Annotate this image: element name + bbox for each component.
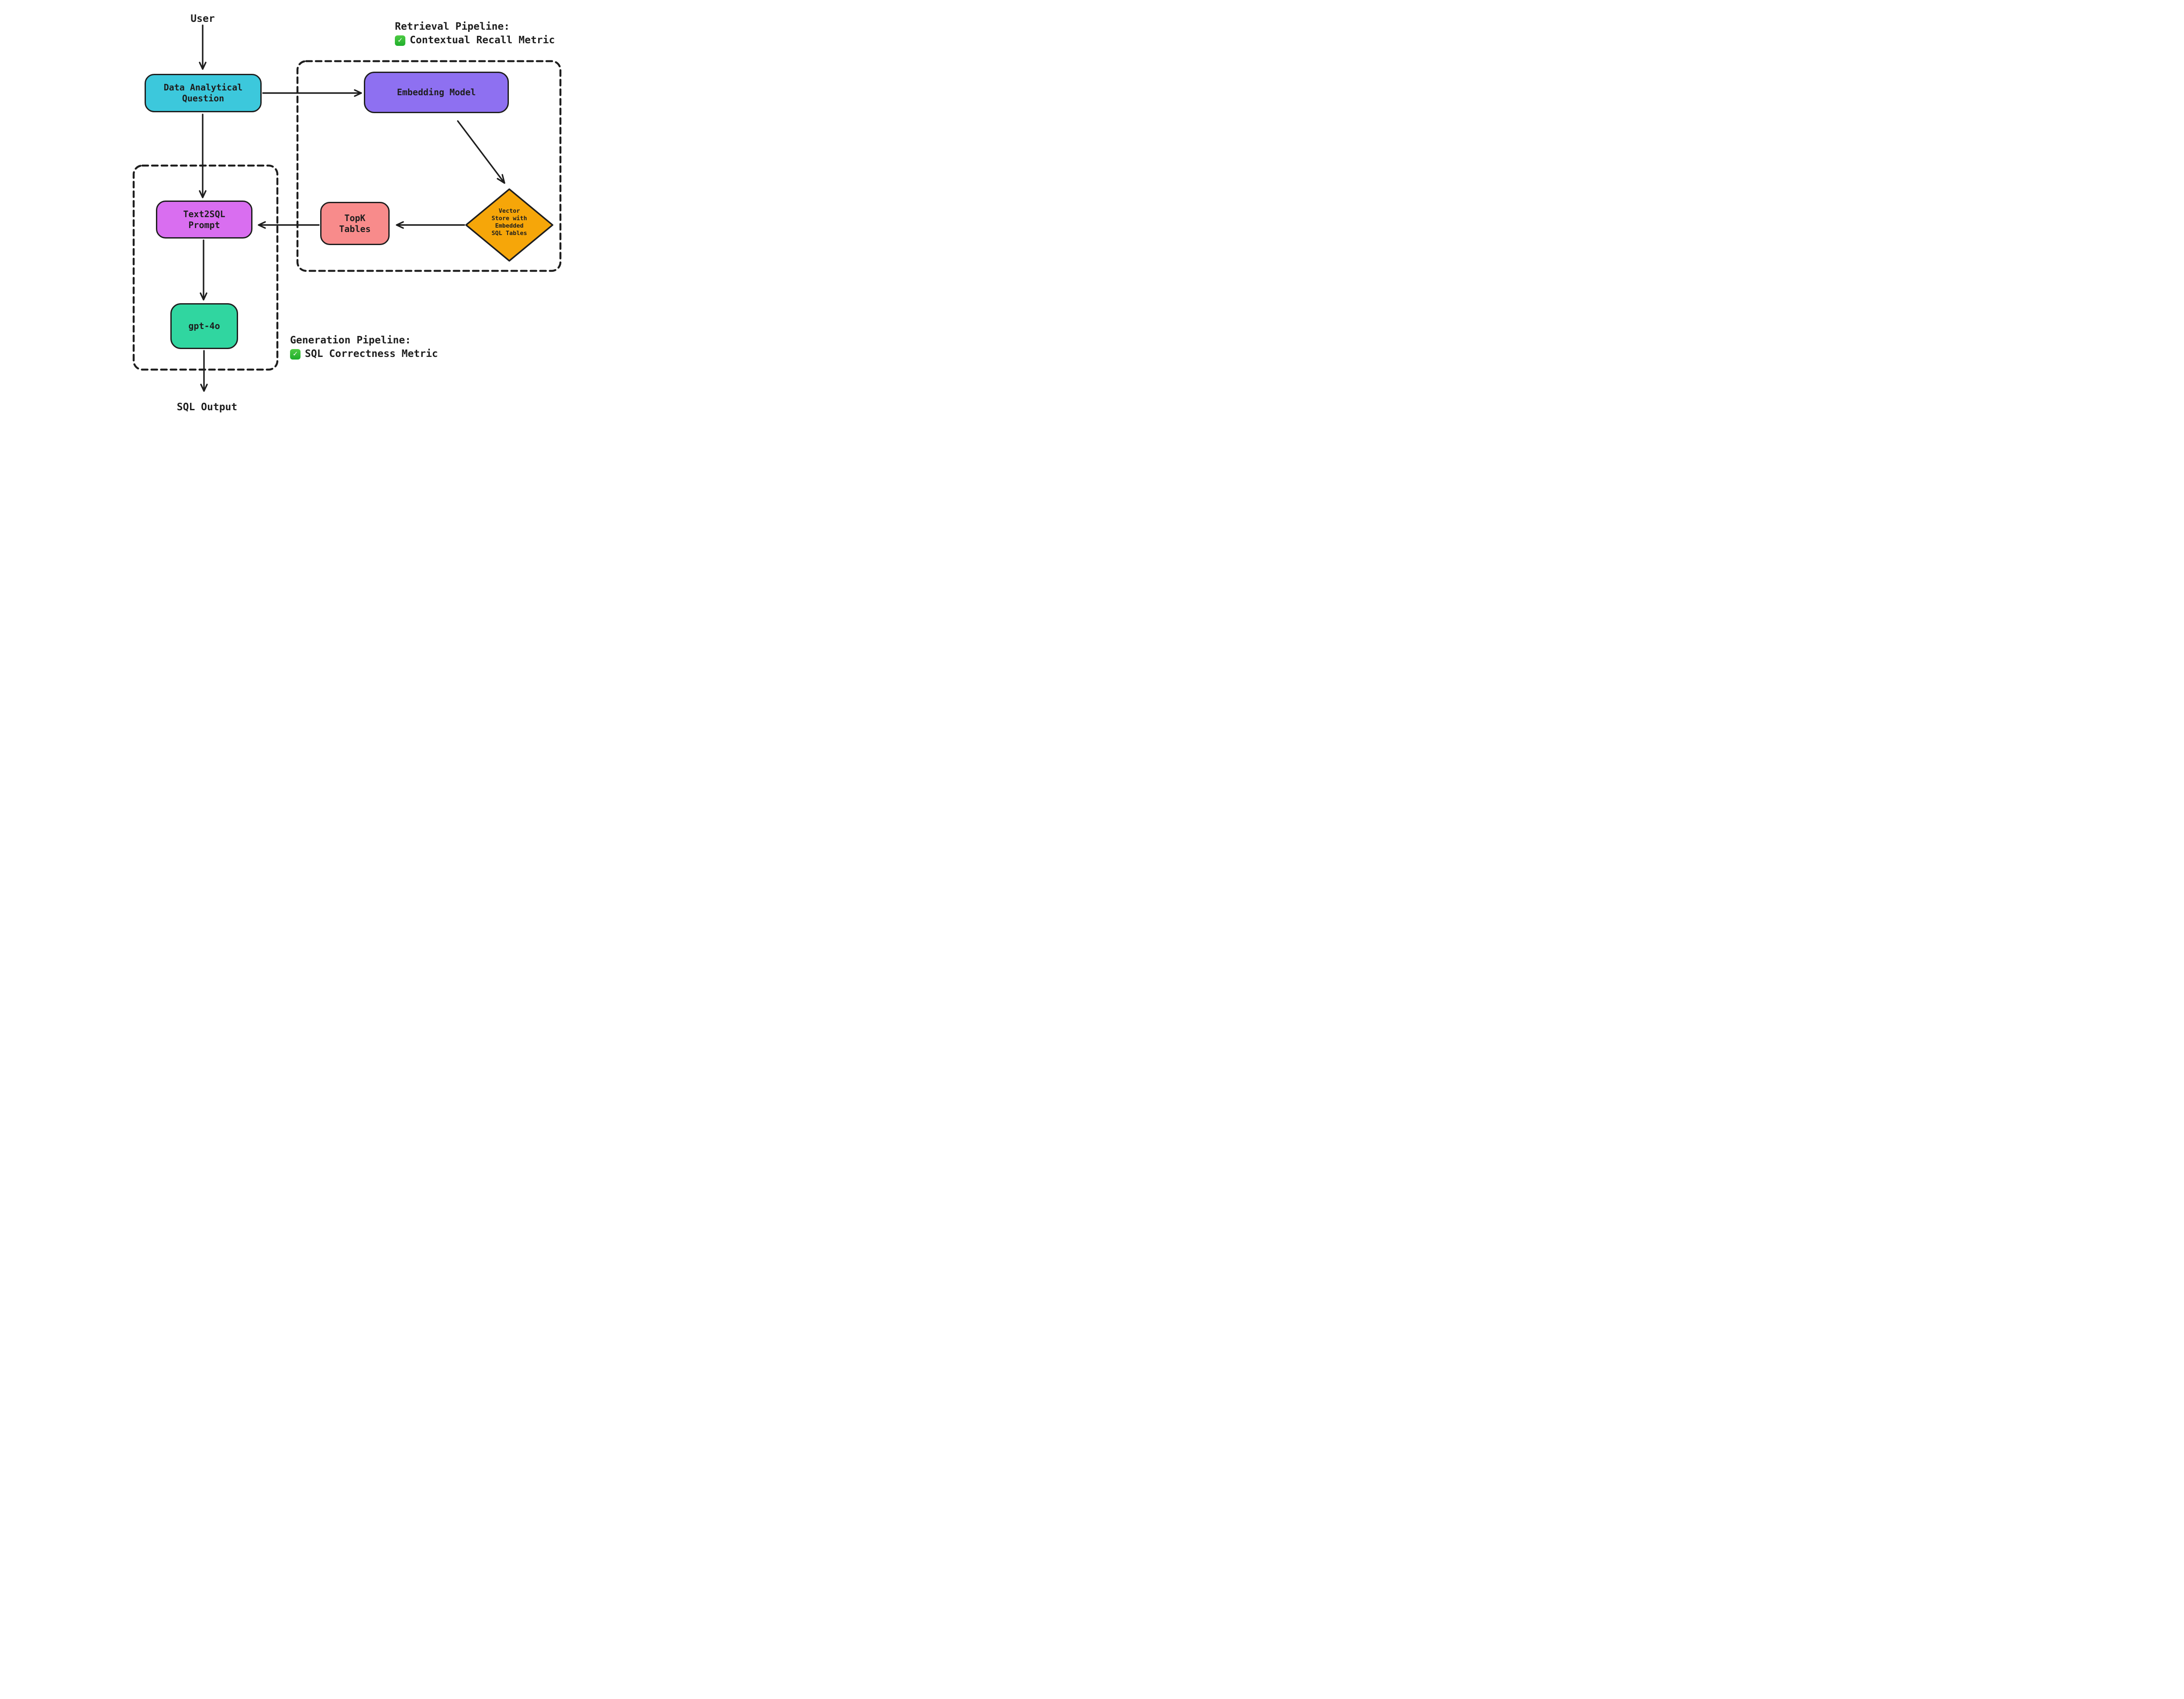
check-icon: ✓ (395, 35, 405, 46)
node-gpt-4o-label: gpt-4o (188, 321, 220, 331)
node-user-label: User (190, 13, 215, 24)
generation-pipeline-boundary (132, 164, 279, 371)
generation-pipeline-title-line: Generation Pipeline: (290, 335, 411, 346)
arrow-question-to-prompt (199, 114, 207, 198)
retrieval-pipeline-title-line: Retrieval Pipeline: (395, 21, 510, 32)
retrieval-pipeline-boundary (296, 60, 562, 272)
node-embedding-model: Embedding Model (364, 72, 509, 113)
node-text2sql-prompt: Text2SQL Prompt (156, 201, 252, 239)
pipeline-diagram: User SQL Output Retrieval Pipeline: ✓ Co… (0, 0, 708, 425)
node-data-analytical-question-label: Data Analytical Question (163, 82, 243, 104)
arrow-user-to-question (199, 24, 207, 70)
arrow-question-to-embedding (262, 89, 362, 97)
arrow-embedding-to-vector-store (457, 120, 505, 184)
generation-pipeline-title: Generation Pipeline: ✓ SQL Correctness M… (290, 334, 438, 361)
arrow-gpt-to-sql-output (200, 350, 208, 392)
node-topk-tables-label: TopK Tables (339, 212, 371, 234)
node-text2sql-prompt-label: Text2SQL Prompt (183, 208, 225, 230)
node-data-analytical-question: Data Analytical Question (145, 74, 262, 112)
node-sql-output-label: SQL Output (176, 401, 238, 413)
arrow-group (199, 24, 505, 392)
arrow-topk-to-prompt (258, 221, 320, 229)
arrow-prompt-to-gpt (200, 239, 207, 301)
retrieval-metric-label: Contextual Recall Metric (410, 35, 555, 46)
check-icon: ✓ (290, 349, 301, 360)
vector-store-label: Vector Store with Embedded SQL Tables (491, 208, 527, 237)
retrieval-metric-line: ✓ Contextual Recall Metric (395, 34, 555, 47)
generation-metric-line: ✓ SQL Correctness Metric (290, 347, 438, 361)
node-topk-tables: TopK Tables (320, 202, 390, 245)
node-embedding-model-label: Embedding Model (397, 87, 476, 97)
diagram-connectors-layer (132, 24, 562, 392)
node-gpt-4o: gpt-4o (170, 303, 238, 349)
vector-store-diamond (465, 188, 553, 262)
arrow-vector-store-to-topk (396, 221, 465, 229)
retrieval-pipeline-title: Retrieval Pipeline: ✓ Contextual Recall … (395, 20, 555, 47)
generation-metric-label: SQL Correctness Metric (305, 348, 438, 360)
